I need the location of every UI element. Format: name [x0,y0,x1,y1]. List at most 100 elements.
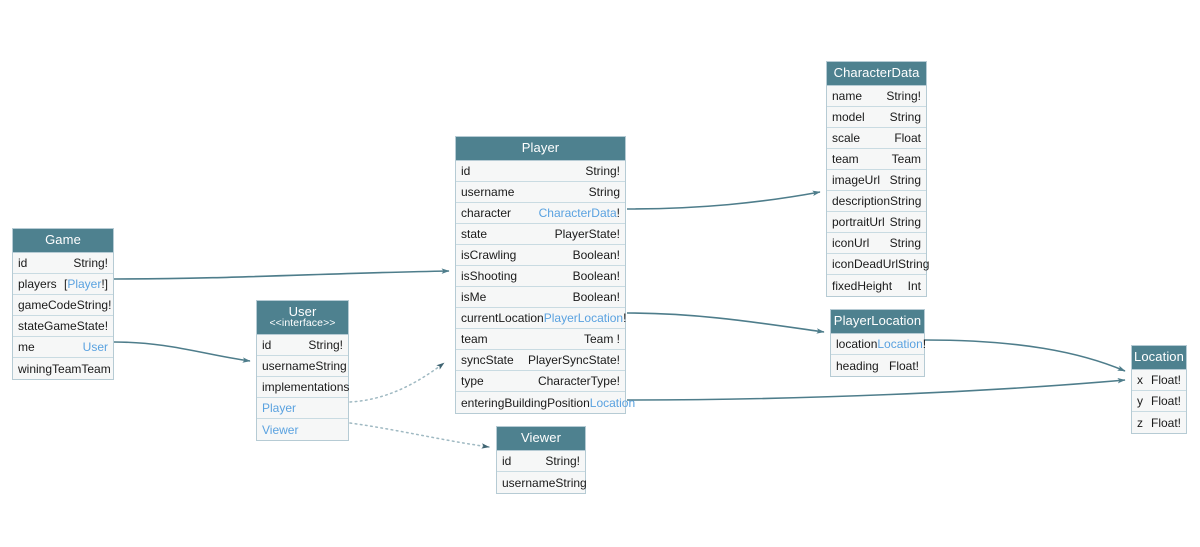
field-type-link[interactable]: CharacterData [538,206,617,220]
entity-header-user: User<<interface>> [257,301,348,335]
edge-playerlocation-location-to-location [924,339,1126,372]
field-name: scale [832,131,861,145]
field-name: username [262,359,316,373]
field-name: username [461,185,515,199]
field-type-link[interactable]: Location [877,337,923,351]
field-name: location [836,337,878,351]
field-type-link[interactable]: User [82,340,108,354]
field-type: Team [81,361,111,376]
field-type-link[interactable]: PlayerLocation [543,311,624,325]
field-type-suffix: ! [623,311,627,325]
field-type: String! [76,298,112,312]
field-type: Team ! [583,332,620,346]
entity-header-characterdata: CharacterData [827,62,926,86]
field-name: isShooting [461,269,518,283]
field-row[interactable]: me User [13,337,113,358]
implementation-row[interactable]: Viewer [257,419,348,440]
field-type-suffix: ! [616,206,620,220]
field-row[interactable]: id String! [456,161,625,182]
implementation-row[interactable]: Player [257,398,348,419]
field-type: Boolean! [572,248,620,262]
implementations-label: implementations [262,380,350,394]
field-row[interactable]: isCrawling Boolean! [456,245,625,266]
field-name: me [18,340,35,354]
field-type-link[interactable]: Player [67,277,102,291]
entity-header-game: Game [13,229,113,253]
implementation-name[interactable]: Viewer [262,422,299,437]
field-type: PlayerLocation! [544,311,627,325]
field-type: String! [585,164,620,178]
field-name: currentLocation [461,311,544,325]
field-name: players [18,277,57,291]
field-name: id [262,338,272,352]
field-type: String! [886,89,921,103]
entity-stereotype: <<interface>> [269,317,336,329]
entity-title: Viewer [520,430,562,445]
field-type: Float! [1150,415,1181,430]
edge-user-implements-player [349,362,445,403]
implementation-name[interactable]: Player [262,401,297,415]
field-name: id [461,164,471,178]
field-name: id [502,454,512,468]
field-type: String [555,475,587,490]
field-name: team [832,152,859,166]
field-type: Location [590,396,635,410]
field-type-link[interactable]: Location [589,395,636,410]
field-type: GameState! [44,319,109,333]
edge-game-players-to-player [113,268,450,280]
field-name: syncState [461,353,514,367]
field-type: String! [73,256,108,270]
entity-header-viewer: Viewer [497,427,585,451]
field-type: String [890,194,922,208]
field-row[interactable]: players[Player!] [13,274,113,295]
entity-title: Game [45,232,81,247]
field-type: Float! [1150,373,1181,387]
field-name: isCrawling [461,248,517,262]
field-name: fixedHeight [832,278,893,293]
field-type: String [889,215,921,229]
field-name: iconUrl [832,236,870,250]
field-type: String [889,173,921,187]
field-type-suffix: !] [101,277,108,291]
